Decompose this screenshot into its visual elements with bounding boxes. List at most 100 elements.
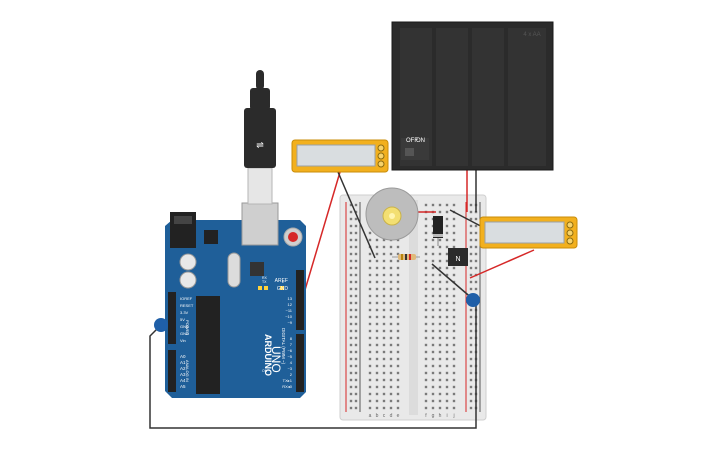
breadboard-hole[interactable] (396, 364, 400, 368)
breadboard-hole[interactable] (382, 238, 386, 242)
breadboard-hole[interactable] (375, 357, 379, 361)
breadboard-hole[interactable] (354, 357, 358, 361)
breadboard-hole[interactable] (469, 287, 473, 291)
breadboard-hole[interactable] (382, 336, 386, 340)
breadboard-hole[interactable] (445, 217, 449, 221)
breadboard-hole[interactable] (349, 224, 353, 228)
breadboard-hole[interactable] (445, 371, 449, 375)
breadboard-hole[interactable] (452, 294, 456, 298)
breadboard-hole[interactable] (349, 329, 353, 333)
wire-red-right-meter[interactable] (469, 249, 535, 279)
breadboard-hole[interactable] (368, 273, 372, 277)
breadboard-hole[interactable] (375, 336, 379, 340)
breadboard-hole[interactable] (375, 301, 379, 305)
header-digital[interactable] (296, 270, 304, 392)
breadboard-hole[interactable] (445, 280, 449, 284)
breadboard-hole[interactable] (382, 399, 386, 403)
breadboard-hole[interactable] (396, 378, 400, 382)
breadboard-hole[interactable] (389, 329, 393, 333)
breadboard-hole[interactable] (349, 231, 353, 235)
breadboard-hole[interactable] (354, 336, 358, 340)
breadboard-hole[interactable] (382, 329, 386, 333)
breadboard-hole[interactable] (452, 392, 456, 396)
breadboard-hole[interactable] (375, 252, 379, 256)
arduino-uno[interactable]: ⇌ ARDUINO UNO A (165, 70, 306, 398)
breadboard-hole[interactable] (375, 343, 379, 347)
breadboard-hole[interactable] (389, 280, 393, 284)
breadboard-hole[interactable] (431, 350, 435, 354)
breadboard-hole[interactable] (354, 329, 358, 333)
breadboard-hole[interactable] (438, 329, 442, 333)
breadboard-hole[interactable] (445, 343, 449, 347)
breadboard-hole[interactable] (424, 287, 428, 291)
breadboard-hole[interactable] (431, 392, 435, 396)
breadboard-hole[interactable] (469, 364, 473, 368)
breadboard-hole[interactable] (452, 322, 456, 326)
breadboard-hole[interactable] (396, 294, 400, 298)
breadboard-hole[interactable] (375, 392, 379, 396)
breadboard-hole[interactable] (438, 203, 442, 207)
breadboard-hole[interactable] (349, 315, 353, 319)
breadboard-hole[interactable] (354, 322, 358, 326)
breadboard-hole[interactable] (349, 343, 353, 347)
breadboard-hole[interactable] (354, 217, 358, 221)
breadboard-hole[interactable] (389, 350, 393, 354)
breadboard-hole[interactable] (375, 399, 379, 403)
breadboard-hole[interactable] (354, 224, 358, 228)
breadboard-hole[interactable] (424, 371, 428, 375)
breadboard-hole[interactable] (368, 385, 372, 389)
breadboard-hole[interactable] (375, 322, 379, 326)
multimeter-right[interactable] (479, 216, 578, 249)
breadboard-hole[interactable] (382, 308, 386, 312)
breadboard-hole[interactable] (438, 392, 442, 396)
breadboard-hole[interactable] (431, 252, 435, 256)
breadboard-hole[interactable] (389, 406, 393, 410)
breadboard-hole[interactable] (431, 238, 435, 242)
breadboard-hole[interactable] (382, 378, 386, 382)
breadboard-hole[interactable] (469, 252, 473, 256)
breadboard-hole[interactable] (389, 266, 393, 270)
breadboard-hole[interactable] (368, 287, 372, 291)
breadboard-hole[interactable] (382, 392, 386, 396)
breadboard-hole[interactable] (445, 322, 449, 326)
breadboard-hole[interactable] (368, 308, 372, 312)
breadboard-hole[interactable] (452, 301, 456, 305)
breadboard-hole[interactable] (424, 378, 428, 382)
breadboard-hole[interactable] (424, 322, 428, 326)
breadboard-hole[interactable] (382, 266, 386, 270)
breadboard-hole[interactable] (354, 245, 358, 249)
breadboard-hole[interactable] (445, 252, 449, 256)
breadboard-hole[interactable] (438, 343, 442, 347)
breadboard-hole[interactable] (424, 203, 428, 207)
header-power[interactable] (168, 292, 176, 344)
breadboard-hole[interactable] (445, 224, 449, 228)
breadboard-hole[interactable] (389, 399, 393, 403)
wire-black-meter[interactable] (337, 171, 376, 259)
breadboard-hole[interactable] (424, 357, 428, 361)
breadboard-hole[interactable] (349, 245, 353, 249)
breadboard-hole[interactable] (424, 224, 428, 228)
breadboard-hole[interactable] (438, 315, 442, 319)
breadboard-hole[interactable] (469, 399, 473, 403)
breadboard-hole[interactable] (469, 245, 473, 249)
breadboard-hole[interactable] (349, 350, 353, 354)
breadboard-hole[interactable] (431, 203, 435, 207)
breadboard-hole[interactable] (469, 224, 473, 228)
breadboard-hole[interactable] (469, 203, 473, 207)
breadboard-hole[interactable] (445, 399, 449, 403)
breadboard-hole[interactable] (389, 287, 393, 291)
breadboard-hole[interactable] (469, 343, 473, 347)
breadboard-hole[interactable] (375, 280, 379, 284)
breadboard-hole[interactable] (368, 301, 372, 305)
breadboard-hole[interactable] (349, 287, 353, 291)
breadboard-hole[interactable] (445, 385, 449, 389)
breadboard-hole[interactable] (452, 378, 456, 382)
breadboard-hole[interactable] (445, 238, 449, 242)
battery-pack[interactable]: 4 x AA OFF ON (391, 21, 554, 171)
breadboard-hole[interactable] (469, 280, 473, 284)
breadboard-hole[interactable] (354, 350, 358, 354)
breadboard-hole[interactable] (424, 294, 428, 298)
breadboard-hole[interactable] (354, 280, 358, 284)
breadboard-hole[interactable] (469, 378, 473, 382)
breadboard-hole[interactable] (424, 329, 428, 333)
